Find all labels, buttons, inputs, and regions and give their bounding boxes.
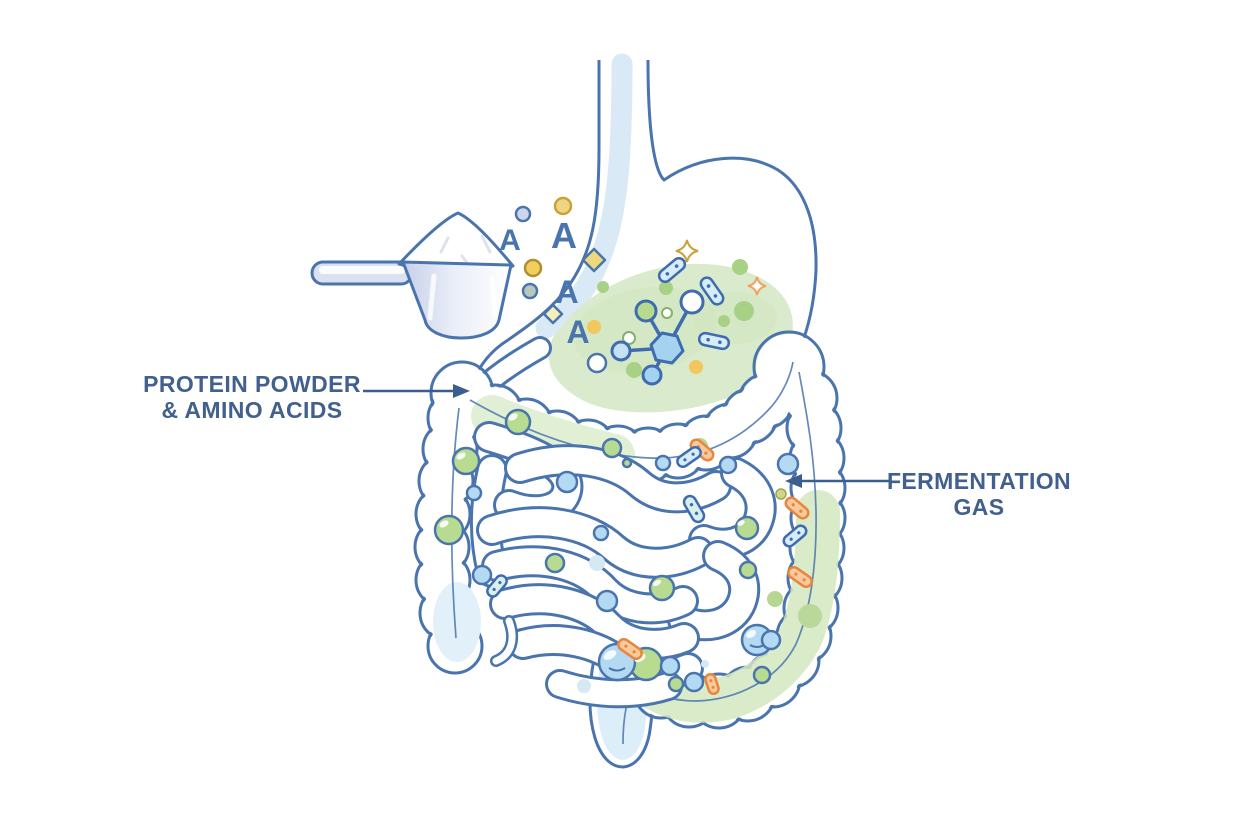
bacteria-icon <box>676 445 702 469</box>
bacteria-icon <box>787 565 813 589</box>
nutrient-dots <box>587 320 703 374</box>
molecule-hexagon <box>649 331 685 365</box>
protein-powder-label-line1: PROTEIN POWDER <box>143 371 361 397</box>
amino-acid-letter: A <box>566 314 589 350</box>
bacteria-icon <box>486 574 508 598</box>
amino-acid-symbols: A A A A <box>499 196 607 350</box>
arrowhead-right-icon <box>453 384 470 398</box>
amino-acid-letter: A <box>551 215 577 256</box>
stomach-contents <box>548 239 793 413</box>
bacteria-icon <box>699 276 725 306</box>
stomach-bacteria <box>657 256 731 351</box>
nutrient-diamond <box>581 247 607 273</box>
fermentation-gas-label-line2: GAS <box>953 494 1005 520</box>
protein-powder-label: PROTEIN POWDER & AMINO ACIDS <box>128 371 376 423</box>
micro-bubbles <box>622 307 673 345</box>
bacteria-icon <box>657 256 687 284</box>
sparkle-icon <box>747 276 767 296</box>
cecum-tint <box>433 582 481 662</box>
protein-powder-label-line2: & AMINO ACIDS <box>161 397 343 423</box>
esophagus <box>535 53 633 339</box>
amino-acid-letter: A <box>499 224 521 257</box>
amino-acid-letter: A <box>555 274 578 310</box>
fermentation-gas-label-line1: FERMENTATION <box>886 468 1072 494</box>
sparkle-icon <box>675 239 699 263</box>
bacteria-icon <box>682 494 706 524</box>
nutrient-dot <box>553 196 573 216</box>
arrowhead-left-icon <box>785 474 802 488</box>
appendix <box>490 615 519 667</box>
bacteria-icon <box>784 496 810 520</box>
faint-blue-dots <box>577 555 709 693</box>
nutrient-diamond <box>542 303 564 325</box>
bacteria-icon <box>704 672 720 696</box>
bacteria-icon <box>617 637 643 661</box>
nutrient-dot <box>514 205 532 223</box>
protein-molecule <box>610 289 705 386</box>
gut-bacteria <box>486 438 813 696</box>
fermentation-gas-arrow <box>785 474 889 488</box>
bacteria-icon <box>782 524 808 548</box>
protein-powder-scoop <box>310 211 515 340</box>
fermentation-gas-label: FERMENTATION GAS <box>876 468 1082 520</box>
food-particle-dots <box>597 259 754 378</box>
gas-particle <box>775 488 787 500</box>
bacteria-icon <box>697 331 731 351</box>
blue-gas-bubbles <box>465 452 800 693</box>
gas-bubble <box>586 352 608 374</box>
nutrient-dot <box>521 282 539 300</box>
nutrient-dot <box>523 258 543 278</box>
protein-powder-arrow <box>363 384 470 398</box>
